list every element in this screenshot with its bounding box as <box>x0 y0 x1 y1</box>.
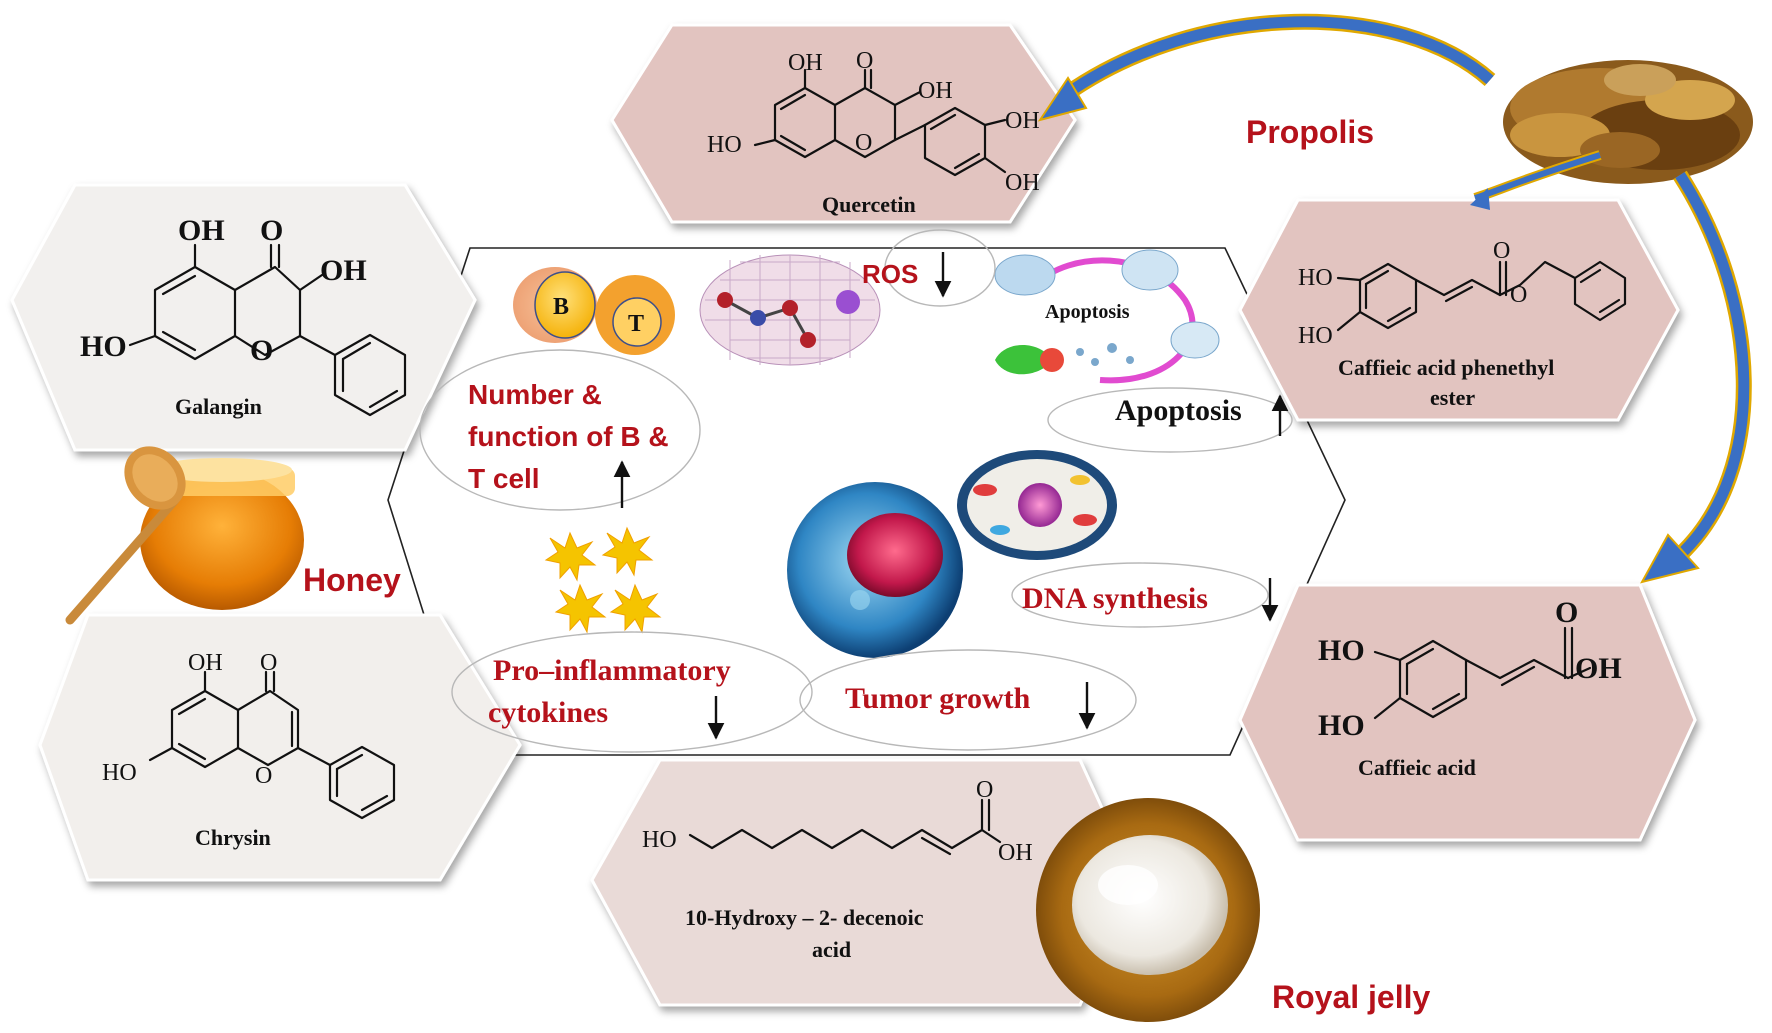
propolis-picture <box>1503 60 1753 184</box>
caffeic-acid-structure: HO HO O OH Caffieic acid <box>1318 596 1622 780</box>
honey-picture <box>65 446 304 625</box>
hda-ho: HO <box>642 827 677 853</box>
ros-label: ROS <box>862 259 918 289</box>
galangin-o-4: O <box>260 214 283 247</box>
quercetin-oh-3p: OH <box>1005 108 1040 134</box>
apoptosis-image-label: Apoptosis <box>1045 301 1130 323</box>
bt-cell-ellipse <box>419 349 701 511</box>
cytokines-label-line2: cytokines <box>488 696 608 729</box>
ros-ellipse <box>884 229 996 307</box>
caffeic-oh: OH <box>1575 652 1622 685</box>
chrysin-ring-o: O <box>255 763 272 789</box>
galangin-hexagon <box>10 183 477 452</box>
quercetin-oh-4p: OH <box>1005 170 1040 196</box>
bt-cells-picture: B T <box>513 267 675 355</box>
hda-hexagon <box>590 758 1137 1007</box>
tumor-cell-picture <box>787 482 963 658</box>
propolis-arrows <box>1037 13 1752 584</box>
galangin-structure: OH O OH HO O Galangin <box>80 214 407 419</box>
hda-name-line1: 10-Hydroxy – 2- decenoic <box>685 905 924 930</box>
t-cell-label: T <box>628 311 644 337</box>
cape-hexagon <box>1238 198 1680 422</box>
ros-molecule-picture <box>699 254 881 366</box>
dna-synthesis-label: DNA synthesis <box>1022 582 1208 615</box>
caffeic-ho-3: HO <box>1318 634 1365 667</box>
quercetin-oh-top: OH <box>788 50 823 76</box>
cancer-cell-organelles-picture <box>957 450 1117 560</box>
bt-cell-label-line1: Number & <box>468 379 602 410</box>
galangin-name: Galangin <box>175 394 262 419</box>
cape-ester-o: O <box>1510 282 1527 308</box>
tumor-growth-label: Tumor growth <box>845 682 1031 715</box>
cytokines-ellipse <box>451 631 813 753</box>
apoptosis-ellipse <box>1047 387 1293 453</box>
galangin-ho-7: HO <box>80 330 127 363</box>
honey-label: Honey <box>303 562 401 598</box>
galangin-oh-3: OH <box>320 254 367 287</box>
hda-structure: HO O OH 10-Hydroxy – 2- decenoic acid <box>642 777 1033 962</box>
hda-carbonyl-o: O <box>976 777 993 803</box>
cape-ho-3: HO <box>1298 265 1333 291</box>
galangin-ring-o: O <box>250 334 273 367</box>
chrysin-name: Chrysin <box>195 825 271 850</box>
dna-synthesis-ellipse <box>1011 562 1269 628</box>
quercetin-name: Quercetin <box>822 192 916 217</box>
caffeic-carbonyl-o: O <box>1555 596 1578 629</box>
quercetin-structure: OH O OH HO O OH OH Quercetin <box>707 48 1040 217</box>
chrysin-hexagon <box>38 613 522 882</box>
caffeic-ho-4: HO <box>1318 709 1365 742</box>
quercetin-oh-3: OH <box>918 78 953 104</box>
chrysin-oh-5: OH <box>188 650 223 676</box>
chrysin-o-4: O <box>260 650 277 676</box>
chrysin-structure: OH O HO O Chrysin <box>102 650 396 850</box>
apoptosis-label: Apoptosis <box>1115 394 1242 427</box>
bt-cell-label-line3: T cell <box>468 463 540 494</box>
caffeic-acid-name: Caffieic acid <box>1358 755 1476 780</box>
chrysin-ho-7: HO <box>102 760 137 786</box>
hda-oh: OH <box>998 840 1033 866</box>
cape-name-line1: Caffieic acid phenethyl <box>1338 355 1554 380</box>
bt-cell-label-line2: function of B & <box>468 421 669 452</box>
cape-ho-4: HO <box>1298 323 1333 349</box>
cytokines-picture <box>544 526 662 634</box>
caffeic-acid-hexagon <box>1238 583 1697 842</box>
apoptosis-picture: Apoptosis <box>994 249 1220 384</box>
cape-carbonyl-o: O <box>1493 238 1510 264</box>
b-cell-label: B <box>553 294 569 320</box>
quercetin-o-top: O <box>856 48 873 74</box>
royal-jelly-label: Royal jelly <box>1272 979 1431 1015</box>
cape-structure: HO HO O O Caffieic acid phenethyl ester <box>1298 238 1627 410</box>
tumor-growth-ellipse <box>799 649 1137 751</box>
galangin-oh-5: OH <box>178 214 225 247</box>
cytokines-label-line1: Pro–inflammatory <box>493 654 731 687</box>
quercetin-ring-o: O <box>855 130 872 156</box>
propolis-label: Propolis <box>1246 114 1374 150</box>
hda-name-line2: acid <box>812 937 851 962</box>
royal-jelly-picture <box>1036 798 1260 1022</box>
cape-name-line2: ester <box>1430 385 1475 410</box>
quercetin-ho: HO <box>707 132 742 158</box>
